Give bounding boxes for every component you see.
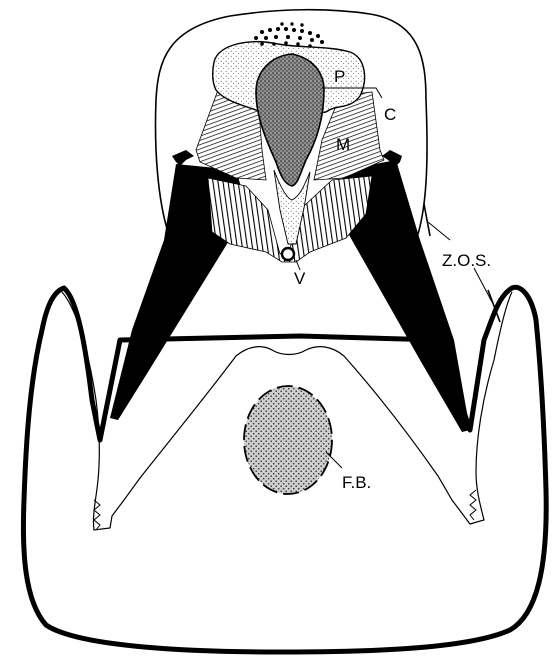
zos-bracket-upper [424,204,430,236]
zos-leader-upper [428,222,450,240]
label-m: M [336,135,350,154]
fat-body [244,386,332,494]
label-zos: Z.O.S. [442,251,491,270]
knob-v [282,248,294,260]
label-p: P [334,67,345,86]
label-c: C [384,105,396,124]
zos-leader-lower [474,268,492,302]
label-fb: F.B. [342,473,371,492]
label-v: V [294,269,306,288]
